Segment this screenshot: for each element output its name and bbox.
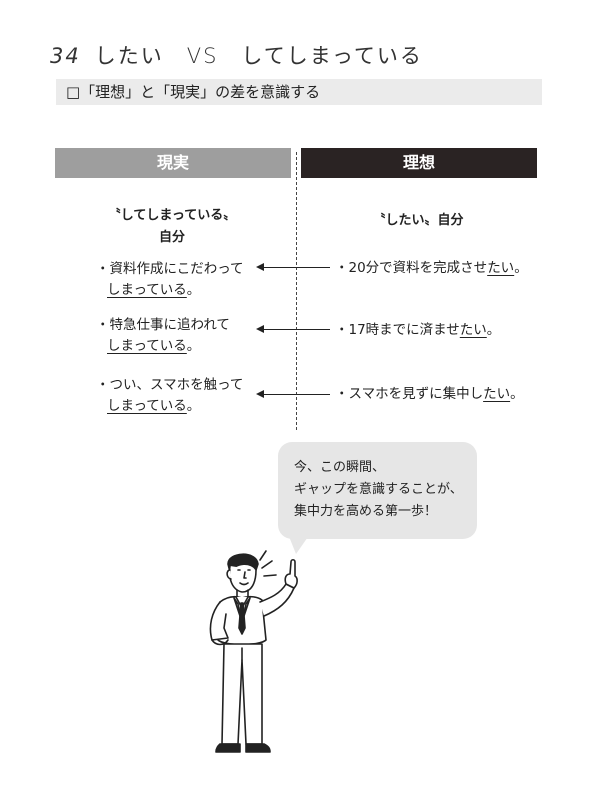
ideal-item-1: ・20分で資料を完成させたい。 [335,260,528,276]
speech-bubble: 今、この瞬間、 ギャップを意識することが、 集中力を高める第一歩！ [278,442,477,539]
reality-item-3-line1: ・つい、スマホを触って [96,377,244,393]
arrow-left [256,325,330,333]
column-divider [296,152,297,430]
reality-item-2-line1: ・特急仕事に追われて [96,317,230,333]
reality-sub-line2: 自分 [158,230,185,245]
title-text: したい VS してしまっている [94,44,423,68]
section-number: 34 [50,44,81,68]
page-title: 34 したい VS してしまっている [50,40,423,70]
subtitle-banner: □「理想」と「現実」の差を意識する [56,79,542,105]
reality-item-1-line2: しまっている。 [107,282,201,298]
arrow-left [256,390,330,398]
reality-sub-line1: 〝してしまっている〟 [107,208,237,223]
ideal-item-3: ・スマホを見ずに集中したい。 [335,386,524,402]
speech-bubble-tail [288,534,310,554]
emphasis-lines-icon [259,550,277,577]
reality-item-1-line1: ・資料作成にこだわって [96,261,244,277]
reality-item-1: ・資料作成にこだわって しまっている。 [96,259,244,301]
ideal-subheading: 〝したい〟自分 [372,213,464,228]
businessman-illustration [209,550,298,753]
reality-item-3-line2: しまっている。 [107,398,201,414]
reality-subheading: 〝してしまっている〟 自分 [62,205,282,249]
ideal-heading: 理想 [301,148,537,178]
bubble-line2: ギャップを意識することが、 [294,482,463,497]
reality-item-2: ・特急仕事に追われて しまっている。 [96,315,230,357]
reality-item-3: ・つい、スマホを触って しまっている。 [96,375,243,417]
ideal-item-2: ・17時までに済ませたい。 [335,322,501,338]
bubble-line1: 今、この瞬間、 [294,460,386,475]
bubble-line3: 集中力を高める第一歩！ [294,504,438,519]
arrow-left [256,263,330,271]
reality-heading: 現実 [55,148,291,178]
reality-item-2-line2: しまっている。 [107,338,201,354]
